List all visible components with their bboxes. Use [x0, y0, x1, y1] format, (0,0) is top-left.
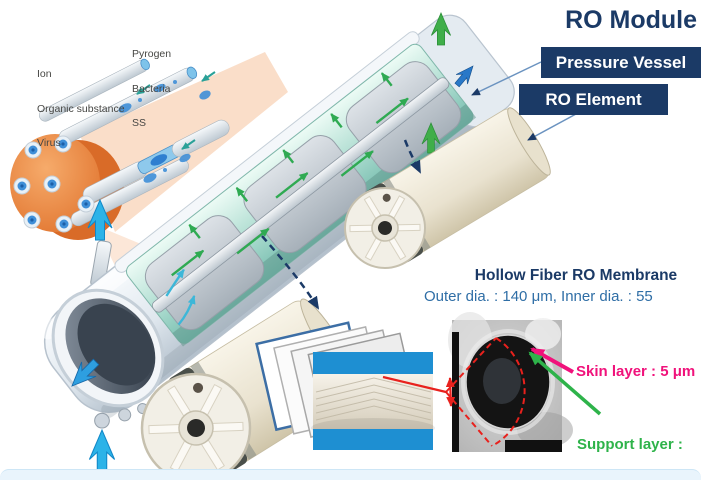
membrane-dimensions: Outer dia. : 140 μm, Inner dia. : 55	[424, 288, 653, 305]
teal-flow-arrows	[136, 71, 216, 150]
red-annotation	[382, 337, 526, 447]
support-layer-arrow	[528, 351, 602, 416]
ro-element-connector	[527, 113, 577, 141]
pressure-vessel-connector	[471, 61, 542, 96]
fiber-bundle-inset	[10, 52, 288, 276]
particle-blobs	[118, 80, 211, 183]
inset-caption-left: Ion Organic substance Virus	[37, 68, 125, 149]
ro-element-callout: RO Element	[519, 84, 668, 115]
permeate-up-arrow-icon	[87, 198, 113, 241]
pressure-vessel-callout: Pressure Vessel	[541, 47, 701, 78]
footer-bar	[0, 469, 701, 480]
support-layer-label: Support layer : 45 μm	[577, 436, 683, 453]
cyan-flow-arrows	[165, 268, 196, 326]
membrane-heading: Hollow Fiber RO Membrane	[474, 267, 678, 284]
inset-caption-right: Pyrogen Bacteria SS	[132, 48, 172, 129]
fiber-holes	[13, 135, 95, 233]
dashed-pointer-arrow	[403, 139, 422, 174]
feed-inlet-arrow-icon	[88, 412, 116, 473]
fiber-photo	[311, 352, 435, 450]
skin-layer-label: Skin layer : 5 μm	[576, 363, 696, 380]
permeate-out-arrow-icon	[421, 122, 441, 154]
feed-flow-arrow-icon	[71, 358, 100, 387]
concentrate-arrow-icon	[454, 65, 474, 88]
ro-element-illustration	[344, 107, 551, 269]
page-title: RO Module	[565, 6, 697, 34]
permeate-out-arrow-icon	[431, 11, 451, 46]
